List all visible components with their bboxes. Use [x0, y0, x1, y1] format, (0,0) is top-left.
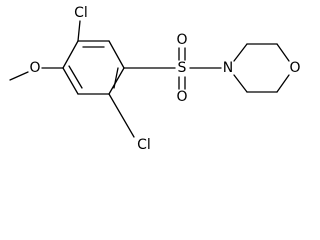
morpholine-ring — [233, 43, 290, 93]
bond-c1-c2 — [62, 40, 79, 69]
atom-cl-top: Cl — [74, 5, 88, 21]
bond-c4-cl-bottom — [108, 93, 135, 138]
bond-c5-c6 — [108, 40, 125, 69]
atom-n: N — [223, 60, 233, 76]
bond-n-c-upper — [233, 43, 248, 62]
benzene-ring — [62, 40, 125, 95]
atom-o-sulfonyl-top: O — [176, 32, 187, 48]
bond-o-methoxy-ch3 — [9, 71, 29, 81]
atom-o-ring: O — [289, 60, 300, 76]
bond-c1-cl-top — [77, 20, 81, 42]
structure-canvas: Cl O Cl S O O N O — [9, 5, 301, 153]
bond-c-upper-right-o-ring — [276, 43, 290, 62]
atom-o-methoxy: O — [29, 60, 40, 76]
chemical-structure-diagram: Cl O Cl S O O N O — [9, 5, 301, 153]
atom-s: S — [178, 60, 187, 76]
bond-c2-c3 — [62, 67, 79, 95]
bond-c4-c5 — [108, 67, 125, 95]
bond-o-ring-c-lower-right — [276, 74, 290, 93]
bond-c-lower-n — [233, 74, 248, 93]
aromatic-inner-bond-3 — [113, 67, 119, 89]
atom-cl-bottom: Cl — [137, 137, 151, 153]
atom-o-sulfonyl-bottom: O — [176, 89, 187, 105]
aromatic-inner-bond-2 — [68, 65, 83, 89]
